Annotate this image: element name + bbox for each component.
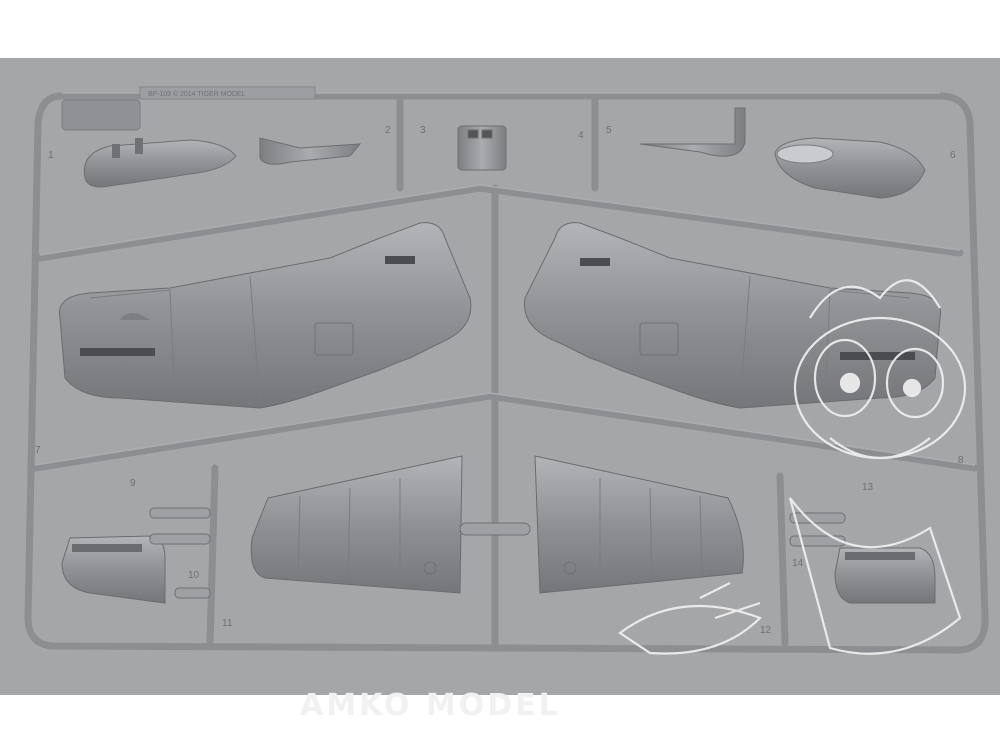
sprue-photo: BF-109 © 2014 TIGER MODEL	[0, 58, 1000, 695]
drop-tank-right	[774, 137, 926, 199]
sprue-tag-text: BF-109 © 2014 TIGER MODEL	[148, 90, 246, 98]
part-number-5: 5	[606, 125, 612, 136]
part-number-9: 9	[130, 478, 136, 489]
part-number-6: 6	[950, 150, 956, 161]
cowling-right	[834, 547, 936, 604]
fuselage-half-right	[523, 222, 942, 409]
part-number-13: 13	[862, 482, 874, 493]
part-number-4: 4	[578, 130, 584, 141]
part-number-7: 7	[35, 445, 41, 456]
part-number-3: 3	[420, 125, 426, 136]
landing-gear-parts	[259, 107, 746, 171]
part-number-10: 10	[188, 570, 200, 581]
sprue-tag: BF-109 © 2014 TIGER MODEL	[61, 86, 316, 131]
sprue-frame	[24, 92, 989, 654]
small-rods	[149, 507, 846, 599]
part-number-14: 14	[792, 558, 804, 569]
drop-tank-left	[83, 138, 237, 188]
part-number-8: 8	[958, 455, 964, 466]
wing-right	[534, 455, 744, 594]
wing-left	[250, 455, 463, 594]
part-number-1: 1	[48, 150, 54, 161]
watermark-text: AMKO MODEL	[300, 688, 561, 723]
part-number-labels: 1 2 3 4 5 6 7 8 9 10 11 12 13 14	[35, 125, 964, 636]
cowling-left	[61, 535, 166, 604]
part-number-12: 12	[760, 625, 772, 636]
watermark-logo	[618, 279, 967, 655]
sprue-tree: BF-109 © 2014 TIGER MODEL	[24, 86, 989, 655]
fuselage-half-left	[58, 222, 472, 409]
part-number-11: 11	[222, 618, 233, 629]
part-number-2: 2	[385, 125, 391, 136]
